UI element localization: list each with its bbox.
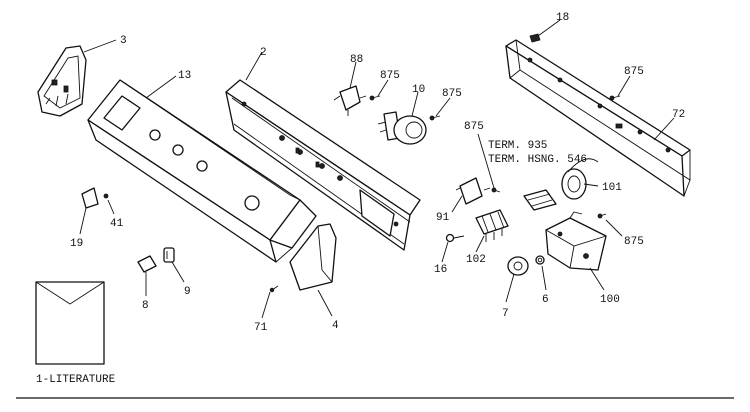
- callout-8: 8: [142, 300, 149, 312]
- part-nut: [535, 255, 545, 265]
- callout-875-b: 875: [442, 88, 462, 100]
- part-bracket-19: [81, 187, 99, 209]
- part-switch-88: [333, 85, 367, 116]
- callout-41: 41: [110, 218, 124, 230]
- screw-41: [103, 193, 109, 199]
- callout-875-e: 875: [624, 236, 644, 248]
- part-button-8: [137, 255, 157, 273]
- part-panel-bracket: [225, 79, 421, 251]
- screw-16: [445, 233, 465, 243]
- callout-16: 16: [434, 264, 447, 276]
- callout-10: 10: [412, 84, 425, 96]
- callout-100: 100: [600, 294, 620, 306]
- callout-72: 72: [672, 109, 685, 121]
- callout-875-d: 875: [464, 121, 484, 133]
- callout-18: 18: [556, 12, 569, 24]
- callout-19: 19: [70, 238, 83, 250]
- callout-9: 9: [184, 286, 191, 298]
- literature-envelope: [35, 281, 105, 365]
- term-housing-label: TERM. HSNG. 546: [488, 154, 587, 166]
- callout-7: 7: [502, 308, 509, 320]
- callout-101: 101: [602, 182, 622, 194]
- part-terminal-housing: [523, 189, 557, 211]
- callout-91: 91: [436, 212, 450, 224]
- part-rear-panel: [505, 39, 691, 197]
- part-end-cap-left: [37, 45, 87, 117]
- screw-875-d: [491, 187, 501, 193]
- term-935-label: TERM. 935: [488, 140, 547, 152]
- callout-6: 6: [542, 294, 549, 306]
- callout-3: 3: [120, 35, 127, 47]
- screw-875-e: [597, 213, 607, 219]
- part-timer-box: [545, 211, 607, 271]
- screw-18: [529, 33, 541, 43]
- part-switch-91: [455, 177, 491, 205]
- part-terminal-block: [475, 209, 509, 242]
- part-control-console: [87, 79, 317, 263]
- part-end-cap-right: [289, 223, 337, 291]
- part-clip-9: [163, 247, 175, 263]
- screw-875-b: [429, 115, 441, 121]
- callout-4: 4: [332, 320, 339, 332]
- screw-71: [269, 285, 279, 293]
- callout-88: 88: [350, 54, 363, 66]
- literature-label: 1-LITERATURE: [36, 374, 116, 386]
- screw-875-a: [369, 95, 381, 101]
- callout-102: 102: [466, 254, 486, 266]
- callout-2: 2: [260, 47, 267, 59]
- leader-lines: [79, 19, 675, 319]
- callout-875-c: 875: [624, 66, 644, 78]
- part-knob: [507, 256, 529, 276]
- part-timer-assembly: [377, 111, 427, 145]
- callout-875-a: 875: [380, 70, 400, 82]
- screw-875-c: [609, 95, 621, 101]
- callout-71: 71: [254, 322, 268, 334]
- callout-labels: 3 13 2 88 875 10 875 18 875 72 875 TERM.…: [36, 12, 685, 386]
- callout-13: 13: [178, 70, 191, 82]
